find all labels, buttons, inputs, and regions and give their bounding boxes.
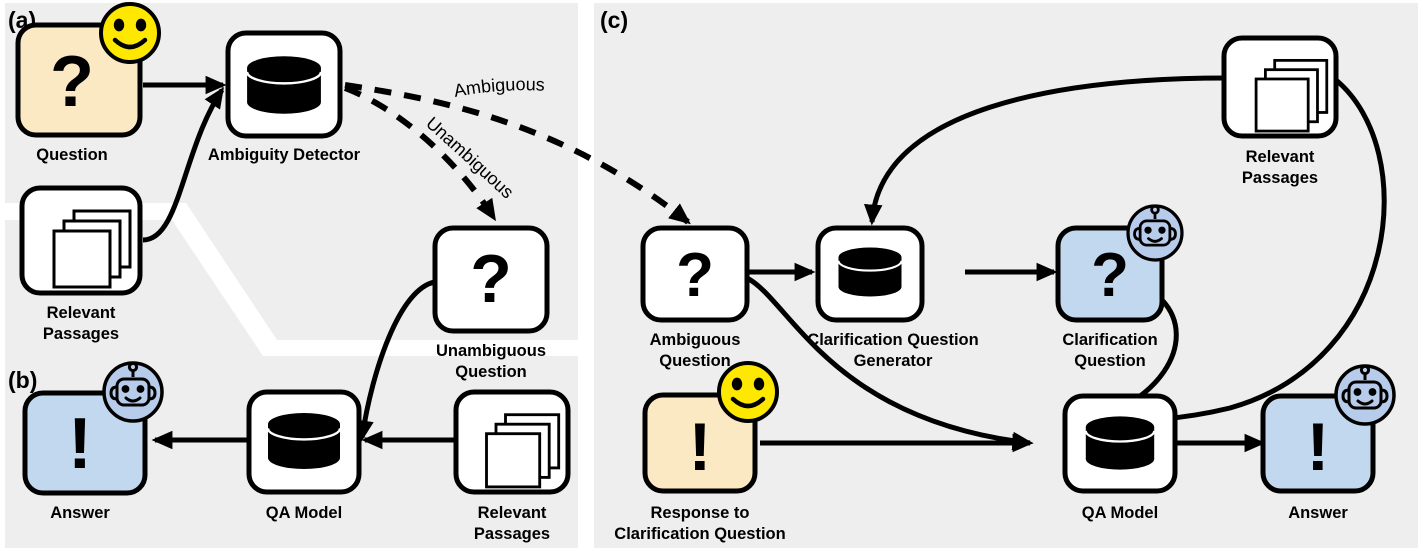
node-answer-c-label: Answer	[1288, 504, 1348, 522]
panel-c-label: (c)	[600, 7, 628, 33]
node-question[interactable]: ? Question	[15, 4, 159, 164]
node-generator-label-line2: Generator	[854, 352, 933, 370]
node-relevant-passages-b-label-line2: Passages	[474, 525, 550, 543]
node-relevant-passages-b-label-line1: Relevant	[478, 504, 547, 522]
edge-ambiguous-dashed	[344, 82, 691, 225]
node-response-label-line2: Clarification Question	[614, 525, 785, 543]
edge-relevant-passages-to-ambiguity-detector	[142, 87, 225, 243]
smiley-face-icon	[101, 4, 159, 62]
node-ambiguous-question-label-line1: Ambiguous	[650, 331, 741, 349]
database-cylinder-icon	[837, 246, 903, 298]
node-ambiguous-question-box[interactable]	[640, 225, 750, 323]
question-mark-glyph: ?	[50, 42, 94, 122]
question-mark-glyph: ?	[470, 241, 512, 317]
node-unambiguous-question-label-line2: Question	[455, 363, 527, 381]
node-relevant-passages-c-label-line2: Passages	[1242, 169, 1318, 187]
robot-face-icon	[102, 361, 164, 423]
node-clarification-question-generator[interactable]: Clarification Question Generator	[807, 225, 979, 370]
robot-face-icon	[1334, 364, 1396, 426]
robot-face-icon	[1126, 204, 1184, 262]
node-relevant-passages-c-label-line1: Relevant	[1246, 148, 1315, 166]
node-clarification-question-label-line2: Question	[1074, 352, 1146, 370]
database-cylinder-icon	[266, 411, 342, 471]
exclamation-mark-glyph: !	[68, 404, 92, 484]
node-answer-b-label: Answer	[50, 504, 110, 522]
node-relevant-passages-b[interactable]: Relevant Passages	[453, 389, 571, 543]
exclamation-mark-glyph: !	[1307, 409, 1330, 485]
edge-relevant-passages-c-to-generator	[864, 75, 1228, 226]
edge-ambiguous-question-to-qa-model-c	[745, 275, 1034, 451]
node-unambiguous-question-box[interactable]	[432, 225, 550, 334]
node-relevant-passages-a-label-line1: Relevant	[47, 304, 116, 322]
node-answer-b[interactable]: ! Answer	[22, 361, 164, 522]
smiley-face-icon	[719, 363, 777, 421]
database-cylinder-icon	[1084, 415, 1156, 471]
node-clarification-question[interactable]: ? Clarification Question	[1055, 204, 1184, 370]
node-response-to-clarification-question[interactable]: ! Response to Clarification Question	[614, 363, 786, 543]
node-answer-c-box[interactable]	[1260, 393, 1376, 494]
node-ambiguous-question[interactable]: ? Ambiguous Question	[640, 225, 750, 370]
panel-b-label: (b)	[8, 367, 37, 393]
node-clarification-question-label-line1: Clarification	[1062, 331, 1157, 349]
page-stack-icon	[1254, 58, 1329, 133]
node-qa-model-c-label: QA Model	[1082, 504, 1158, 522]
node-ambiguity-detector[interactable]: Ambiguity Detector	[208, 30, 361, 164]
node-generator-label-line1: Clarification Question	[807, 331, 978, 349]
database-cylinder-icon	[245, 55, 323, 115]
node-relevant-passages-a[interactable]: Relevant Passages	[19, 185, 143, 343]
node-response-box[interactable]	[642, 392, 758, 494]
node-response-label-line1: Response to	[650, 504, 749, 522]
node-relevant-passages-c[interactable]: Relevant Passages	[1221, 35, 1339, 187]
page-stack-icon	[485, 413, 561, 489]
node-relevant-passages-a-label-line2: Passages	[43, 325, 119, 343]
question-mark-glyph: ?	[1091, 241, 1129, 310]
exclamation-mark-glyph: !	[689, 409, 712, 485]
node-unambiguous-question[interactable]: ? Unambiguous Question	[432, 225, 550, 381]
node-answer-c[interactable]: ! Answer	[1260, 364, 1396, 522]
node-answer-b-box[interactable]	[22, 390, 148, 496]
node-qa-model-b[interactable]: QA Model	[246, 389, 362, 522]
page-stack-icon	[52, 209, 132, 289]
edge-unambiguous-question-to-qa-model	[355, 279, 436, 442]
node-ambiguous-question-label-line2: Question	[659, 352, 731, 370]
node-question-label: Question	[36, 146, 108, 164]
node-qa-model-c[interactable]: QA Model	[1062, 393, 1178, 522]
node-unambiguous-question-label-line1: Unambiguous	[436, 342, 546, 360]
question-mark-glyph: ?	[676, 241, 714, 310]
node-ambiguity-detector-label: Ambiguity Detector	[208, 146, 361, 164]
panel-b-background	[5, 220, 578, 548]
node-qa-model-b-label: QA Model	[266, 504, 342, 522]
